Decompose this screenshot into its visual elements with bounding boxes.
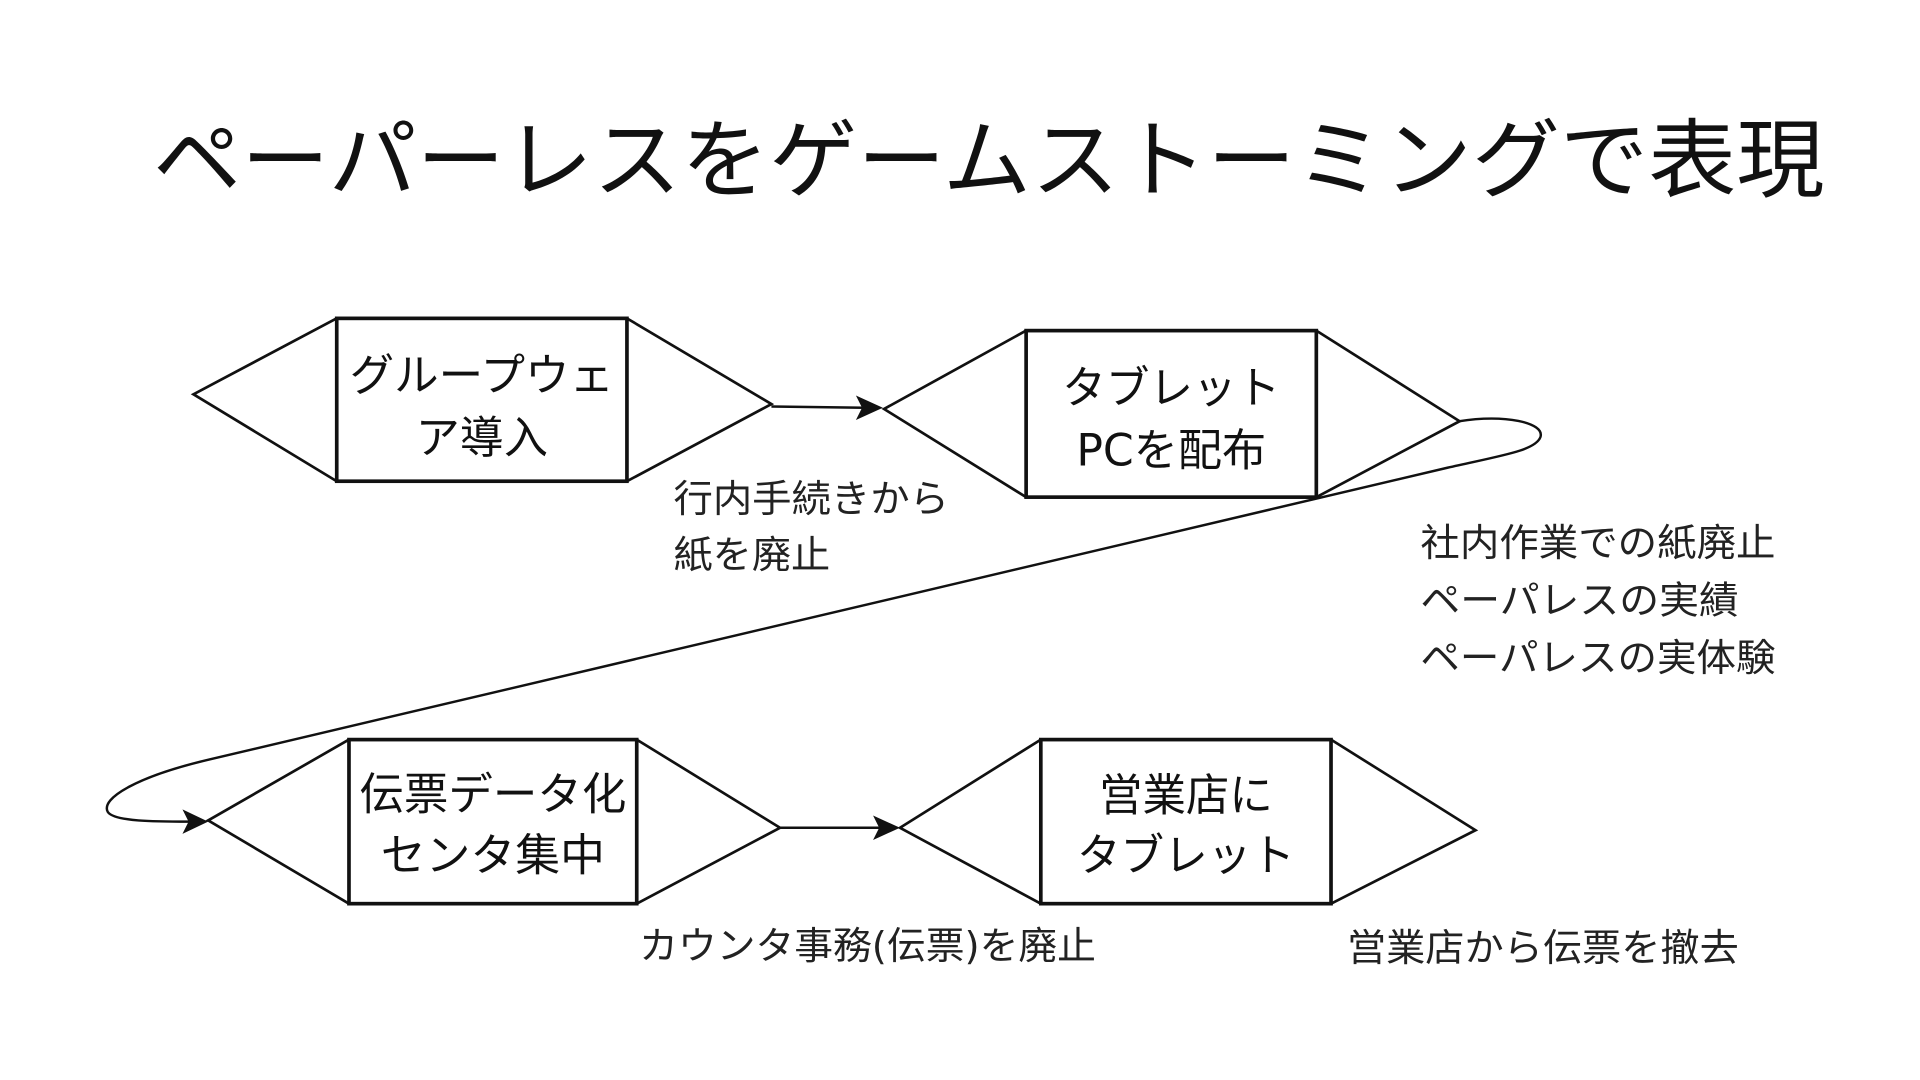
node-right-triangle [1315,329,1463,499]
node-label-line-1: 伝票データ化 [359,769,626,820]
annotation-line-1: 行内手続きから [673,477,949,521]
annotation-paperless-experience: 社内作業での紙廃止 ペーパレスの実績 ペーパレスの実体験 [1420,521,1775,680]
loop-arrow-node2-to-node3 [105,417,1542,834]
loop-curve [105,417,1542,823]
node-right-triangle [636,738,783,905]
node-box [347,737,639,906]
node-left-triangle [881,329,1027,499]
annotation-line-1: 社内作業での紙廃止 [1420,521,1775,565]
node-box [1024,328,1319,499]
annotation-slip-removal: 営業店から伝票を撤去 [1347,926,1739,970]
process-node-slip-data: 伝票データ化 センタ集中 [205,737,783,906]
annotation-paper-abolition: 行内手続きから 紙を廃止 [673,477,949,577]
slide-title: ペーパーレスをゲームストーミングで表現 [153,111,1824,211]
node-label-line-2: センタ集中 [381,831,605,882]
node-left-triangle [897,738,1042,905]
process-node-groupware: グループウェ ア導入 [190,316,775,484]
node-label-line-2: タブレット [1077,831,1295,882]
annotation-line-2: ペーパレスの実績 [1420,578,1738,622]
annotation-line-1: 営業店から伝票を撤去 [1347,926,1739,970]
annotation-counter-work: カウンタ事務(伝票)を廃止 [639,924,1096,968]
node-label-line-1: タブレット [1062,363,1280,414]
process-node-branch-tablet: 営業店に タブレット [897,737,1479,906]
node-label-line-2: PCを配布 [1076,425,1266,476]
node-right-triangle [1330,738,1479,905]
arrow-line [771,405,865,409]
node-left-triangle [190,317,338,483]
arrowhead [873,815,900,840]
annotation-line-1: カウンタ事務(伝票)を廃止 [639,924,1096,968]
node-box [1038,737,1333,906]
node-label-line-1: 営業店に [1099,771,1273,822]
arrowhead [855,395,883,420]
node-label-line-1: グループウェ [350,351,614,402]
annotation-line-2: 紙を廃止 [673,533,830,577]
process-node-tablet-pc: タブレット PCを配布 [881,328,1463,499]
arrowhead [182,809,209,834]
node-label-line-2: ア導入 [416,413,548,464]
arrow-node1-to-node2 [771,395,883,420]
arrow-node3-to-node4 [780,815,900,840]
node-right-triangle [626,317,775,483]
node-left-triangle [205,738,350,905]
annotation-line-3: ペーパレスの実体験 [1420,636,1775,680]
node-box [334,316,629,484]
